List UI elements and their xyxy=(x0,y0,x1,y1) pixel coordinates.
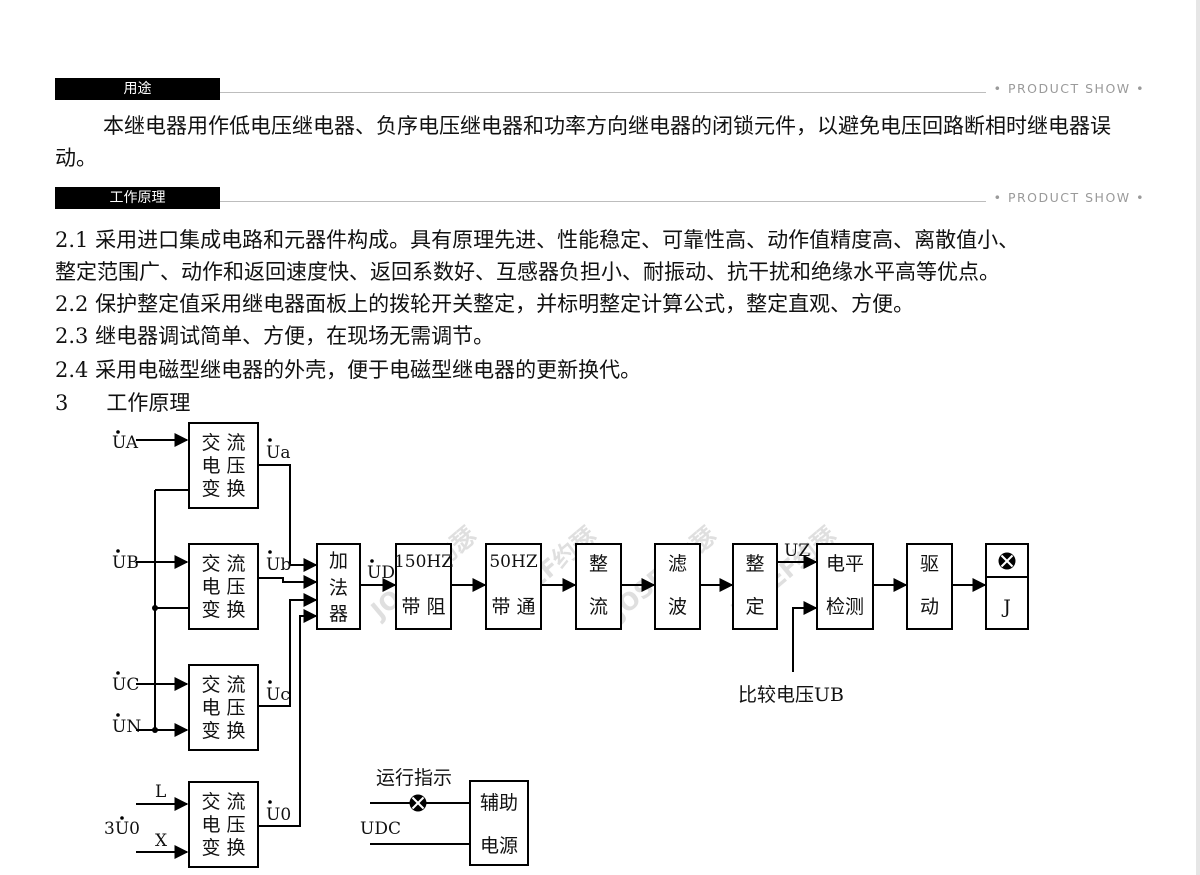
block-text: 动 xyxy=(920,596,939,618)
block-text: 滤 xyxy=(668,553,687,575)
transformer-block-o: 交 流 电 压 变 换 xyxy=(188,781,259,868)
block-text: 加 xyxy=(329,550,348,572)
input-l-label: L xyxy=(155,782,166,802)
block-text: 定 xyxy=(745,596,764,618)
block-text: 带 通 xyxy=(491,596,535,618)
block-text: 变 换 xyxy=(201,478,245,500)
wire xyxy=(258,593,318,707)
block-text: 电 压 xyxy=(201,697,245,719)
block-text: 交 流 xyxy=(201,674,245,696)
input-uc-label: UC xyxy=(112,675,139,695)
phasor-dot xyxy=(268,438,272,442)
block-text: 变 换 xyxy=(201,720,245,742)
block-text: 器 xyxy=(329,603,348,625)
phasor-dot xyxy=(370,559,374,563)
section-caption: • PRODUCT SHOW • xyxy=(985,188,1145,208)
uz-label: UZ xyxy=(784,541,810,561)
section-tag: 工作原理 xyxy=(55,187,220,209)
block-text: 整 xyxy=(745,553,764,575)
run-indicator-lamp-icon xyxy=(409,794,427,812)
block-text: 电 压 xyxy=(201,576,245,598)
block-text: 电 压 xyxy=(201,814,245,836)
block-text: 波 xyxy=(668,596,687,618)
section-caption: • PRODUCT SHOW • xyxy=(985,79,1145,99)
phasor-dot xyxy=(116,713,120,717)
block-text: 带 阻 xyxy=(401,596,445,618)
block-text: 流 xyxy=(589,596,608,618)
section-header-purpose: 用途 • PRODUCT SHOW • xyxy=(55,78,1145,100)
block-text: 电源 xyxy=(480,835,518,857)
heading-3-number: 3 xyxy=(55,391,69,415)
level-detect-block: 电平 检测 xyxy=(816,543,874,630)
transformer-block-b: 交 流 电 压 变 换 xyxy=(188,543,259,630)
bandpass-block: 50HZ 带 通 xyxy=(485,543,542,630)
block-text: 交 流 xyxy=(201,432,245,454)
phasor-dot xyxy=(116,430,120,434)
section-tag: 用途 xyxy=(55,78,220,100)
block-text: 150HZ xyxy=(394,552,453,572)
principle-line: 2.3 继电器调试简单、方便，在现场无需调节。 xyxy=(55,324,495,348)
aux-power-block: 辅助 电源 xyxy=(469,780,529,866)
output-ub-label: Ub xyxy=(266,555,291,575)
block-text: 法 xyxy=(329,577,348,599)
input-un-label: UN xyxy=(112,717,141,737)
principle-line: 2.4 采用电磁型继电器的外壳，便于电磁型继电器的更新换代。 xyxy=(55,358,642,382)
input-ub-label: UB xyxy=(112,553,139,573)
principle-line: 整定范围广、动作和返回速度快、返回系数好、互感器负担小、耐振动、抗干扰和绝缘水平… xyxy=(55,260,1000,284)
block-text: 检测 xyxy=(826,596,864,618)
heading-3: 3 工作原理 xyxy=(55,387,190,419)
block-text: 交 流 xyxy=(201,553,245,575)
transformer-block-c: 交 流 电 压 变 换 xyxy=(188,664,259,751)
rectifier-block: 整 流 xyxy=(575,543,622,630)
phasor-dot xyxy=(268,550,272,554)
wire xyxy=(258,609,318,827)
filter-block: 滤 波 xyxy=(654,543,701,630)
wire xyxy=(258,575,318,589)
section-divider xyxy=(220,92,1145,93)
bandstop-block: 150HZ 带 阻 xyxy=(394,543,453,630)
wire xyxy=(258,464,318,572)
output-ua-label: Ua xyxy=(266,443,290,463)
block-text: 电 压 xyxy=(201,455,245,477)
principle-line: 2.1 采用进口集成电路和元器件构成。具有原理先进、性能稳定、可靠性高、动作值精… xyxy=(55,228,1020,252)
phasor-dot xyxy=(116,671,120,675)
output-uc-label: Uc xyxy=(266,685,290,705)
run-indicator-label: 运行指示 xyxy=(376,767,452,789)
block-text: 交 流 xyxy=(201,791,245,813)
transformer-block-a: 交 流 电 压 变 换 xyxy=(188,422,259,509)
phasor-dot xyxy=(268,680,272,684)
drive-block: 驱 动 xyxy=(906,543,953,630)
block-text: 电平 xyxy=(826,553,864,575)
junction-dot xyxy=(152,605,158,611)
block-text: J xyxy=(1001,596,1011,618)
block-text: 辅助 xyxy=(480,792,518,814)
relay-block: J xyxy=(985,543,1029,630)
block-text: 50HZ xyxy=(489,552,537,572)
input-3u0-label: 3U0 xyxy=(104,819,140,839)
phasor-dot xyxy=(116,549,120,553)
compare-voltage-label: 比较电压UB xyxy=(738,684,844,706)
heading-3-text: 工作原理 xyxy=(106,391,191,415)
ud-label: UD xyxy=(367,563,395,583)
setting-block: 整 定 xyxy=(732,543,778,630)
section-header-principle: 工作原理 • PRODUCT SHOW • xyxy=(55,187,1145,209)
input-ua-label: UA xyxy=(112,433,139,453)
output-u0-label: U0 xyxy=(266,805,291,825)
udc-label: UDC xyxy=(360,819,401,839)
block-text: 变 换 xyxy=(201,599,245,621)
page-edge xyxy=(1196,0,1200,875)
phasor-dot xyxy=(120,816,124,820)
input-x-label: X xyxy=(155,831,168,851)
phasor-dot xyxy=(268,800,272,804)
block-text: 整 xyxy=(589,553,608,575)
principle-line: 2.2 保护整定值采用继电器面板上的拨轮开关整定，并标明整定计算公式，整定直观、… xyxy=(55,292,915,316)
block-text: 变 换 xyxy=(201,837,245,859)
purpose-paragraph: 本继电器用作低电压继电器、负序电压继电器和功率方向继电器的闭锁元件，以避免电压回… xyxy=(55,114,1111,170)
section-divider xyxy=(220,201,1145,202)
wire xyxy=(792,601,818,672)
block-text: 驱 xyxy=(920,553,939,575)
adder-block: 加 法 器 xyxy=(316,543,361,630)
